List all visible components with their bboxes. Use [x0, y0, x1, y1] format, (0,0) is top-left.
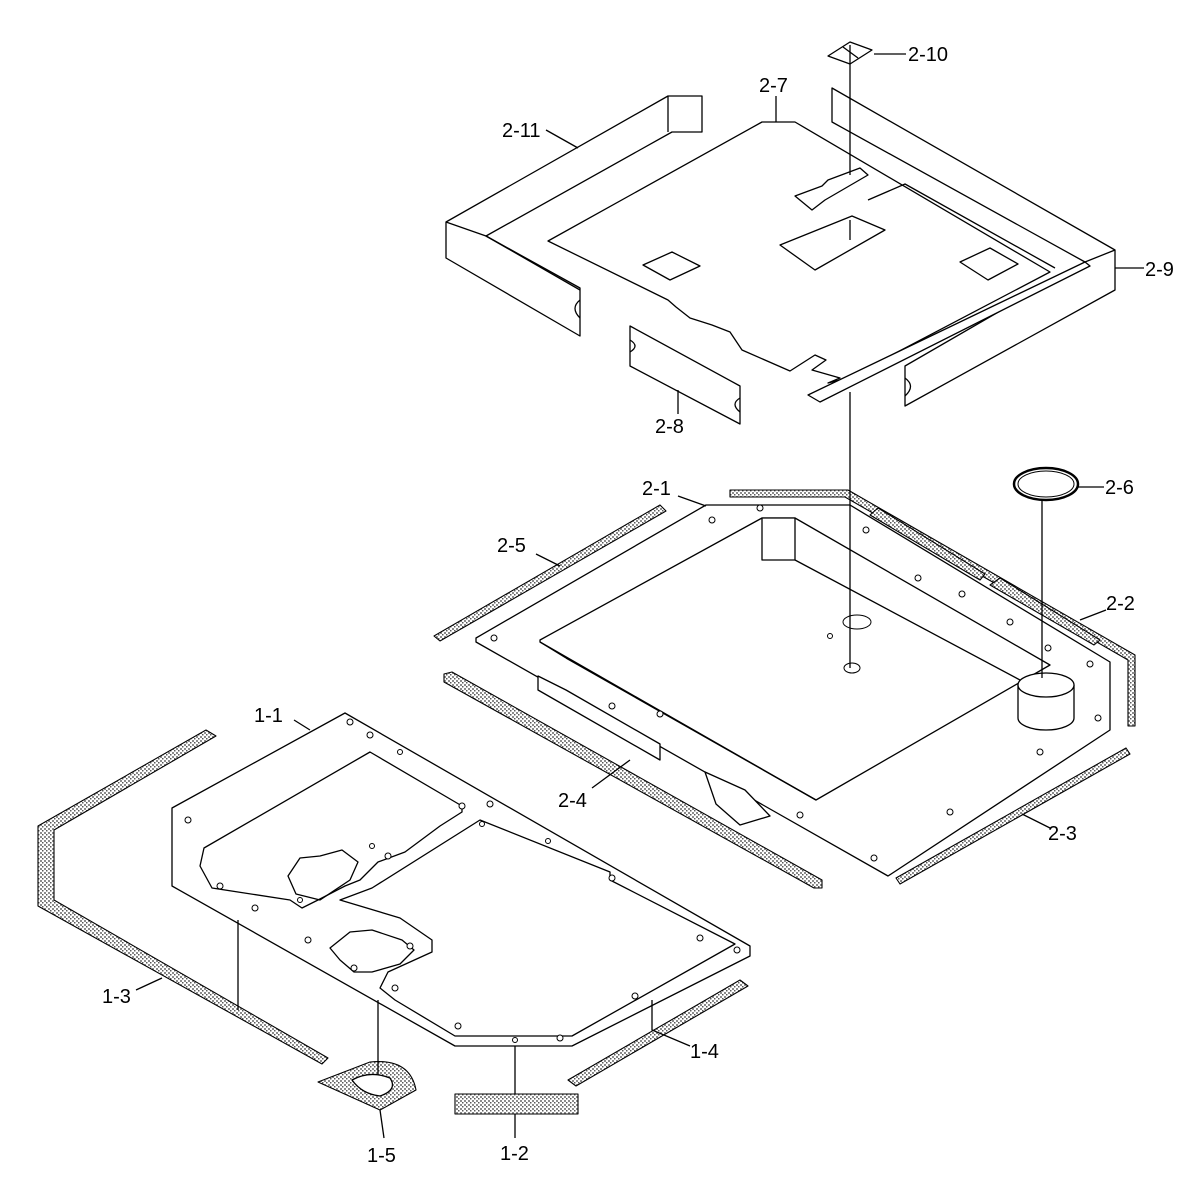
callout-2-10: 2-10 [908, 44, 948, 66]
part-2-1-cylinder [1017, 672, 1075, 731]
callout-2-3: 2-3 [1048, 823, 1077, 845]
callout-2-7: 2-7 [759, 75, 788, 97]
callout-2-1: 2-1 [642, 478, 671, 500]
part-2-7-top-panel [547, 121, 1056, 384]
part-2-8-strip [629, 325, 741, 425]
foam-gasket-1-5 [317, 1061, 417, 1111]
callout-1-2: 1-2 [500, 1143, 529, 1165]
callout-2-9: 2-9 [1145, 259, 1174, 281]
foam-strip-1-2 [454, 1093, 579, 1115]
callout-1-4: 1-4 [690, 1041, 719, 1063]
callout-1-1: 1-1 [254, 705, 283, 727]
callout-1-5: 1-5 [367, 1145, 396, 1167]
part-2-11-left-wall [445, 95, 703, 337]
part-2-6-ring [1012, 466, 1080, 502]
leader-lines [135, 53, 1144, 1139]
part-2-10-cap [827, 41, 873, 65]
callout-2-6: 2-6 [1105, 477, 1134, 499]
foam-strip-2-5 [433, 504, 667, 642]
callout-2-8: 2-8 [655, 416, 684, 438]
callout-2-2: 2-2 [1106, 593, 1135, 615]
callout-2-11: 2-11 [502, 120, 541, 142]
part-2-9-right-wall [807, 87, 1116, 407]
callout-2-4: 2-4 [558, 790, 587, 812]
callout-1-3: 1-3 [102, 986, 131, 1008]
foam-strip-2-4 [443, 671, 823, 889]
foam-strip-2-2 [729, 489, 1136, 727]
foam-strip-2-3 [895, 747, 1131, 885]
part-2-1-base-tray [475, 504, 1111, 877]
callout-2-5: 2-5 [497, 535, 526, 557]
foam-strip-1-3 [37, 729, 329, 1065]
part-1-1-base-plate [171, 712, 751, 1047]
callout-labels: 2-10 2-7 2-11 2-9 2-8 2-6 2-1 2-5 2-2 2-… [102, 44, 1174, 1167]
